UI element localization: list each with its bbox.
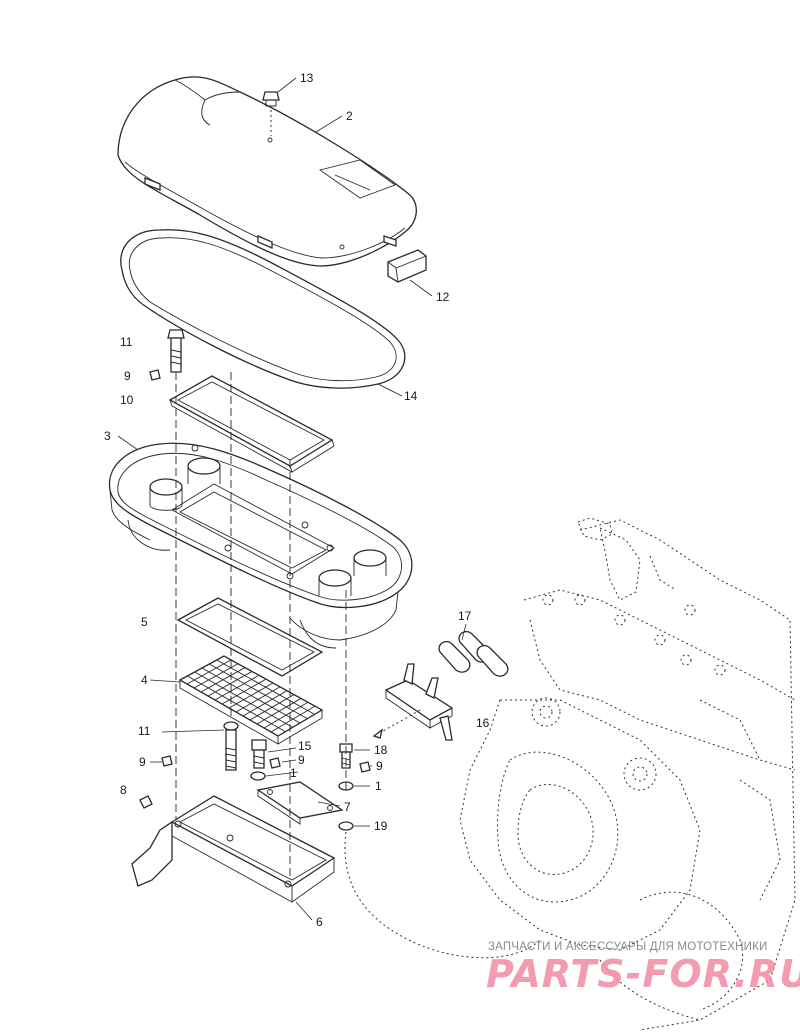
washer-part-1-a (250, 771, 266, 781)
clip-part-12 (387, 249, 427, 283)
plug-part-13 (262, 91, 280, 136)
gasket-part-14 (120, 229, 406, 389)
callout-9-right: 9 (376, 759, 383, 773)
bracket-part-16 (384, 663, 454, 741)
callout-11-lower: 11 (138, 724, 151, 738)
callout-6: 6 (316, 915, 323, 929)
silencer-cover-part (117, 76, 417, 267)
washer-part-9-mid (269, 757, 281, 769)
bolt-part-11-lower (223, 721, 239, 771)
washer-part-19 (338, 821, 354, 831)
nut-part-8 (139, 795, 153, 809)
callout-7: 7 (344, 800, 351, 814)
callout-3: 3 (104, 429, 111, 443)
callout-11-upper: 11 (120, 335, 133, 349)
tubes-part-17 (438, 630, 509, 677)
mesh-line (216, 659, 315, 715)
mesh-line (201, 667, 301, 724)
callout-1-a: 1 (290, 766, 297, 780)
bolt-part-15 (251, 739, 267, 769)
callout-1-b: 1 (375, 779, 382, 793)
callout-9-mid: 9 (298, 753, 305, 767)
washer-part-9-left (161, 755, 173, 767)
callout-17: 17 (458, 609, 472, 623)
callout-12: 12 (436, 290, 450, 304)
filter-mesh-part-4 (178, 655, 324, 745)
callout-8: 8 (120, 783, 127, 797)
callout-16: 16 (476, 716, 490, 730)
washer-part-9-upper (149, 369, 161, 381)
callout-10: 10 (120, 393, 134, 407)
callout-13: 13 (300, 71, 314, 85)
callout-15: 15 (298, 739, 312, 753)
screen-part-10 (168, 375, 335, 473)
callout-5: 5 (141, 615, 148, 629)
bolt-part-11-upper (167, 329, 185, 373)
callout-9-left: 9 (139, 755, 146, 769)
callout-18: 18 (374, 743, 388, 757)
tray-part-6 (131, 795, 336, 903)
gasket-part-5 (176, 597, 324, 677)
watermark-logo: PARTS-FOR.RU (486, 952, 800, 996)
mesh-line (194, 671, 293, 728)
callout-2: 2 (346, 109, 353, 123)
airbox-base-part-3 (108, 442, 413, 649)
callout-9-upper: 9 (124, 369, 131, 383)
callout-19: 19 (374, 819, 388, 833)
watermark-tagline: ЗАПЧАСТИ И АКСЕССУАРЫ ДЛЯ МОТОТЕХНИКИ (488, 941, 768, 953)
callout-14: 14 (404, 389, 418, 403)
mesh-line (187, 675, 286, 733)
callout-4: 4 (141, 673, 148, 687)
plate-part-7 (256, 781, 344, 825)
engine-outline (459, 517, 796, 1031)
washer-part-9-right (359, 761, 371, 773)
mesh-line (209, 663, 308, 720)
